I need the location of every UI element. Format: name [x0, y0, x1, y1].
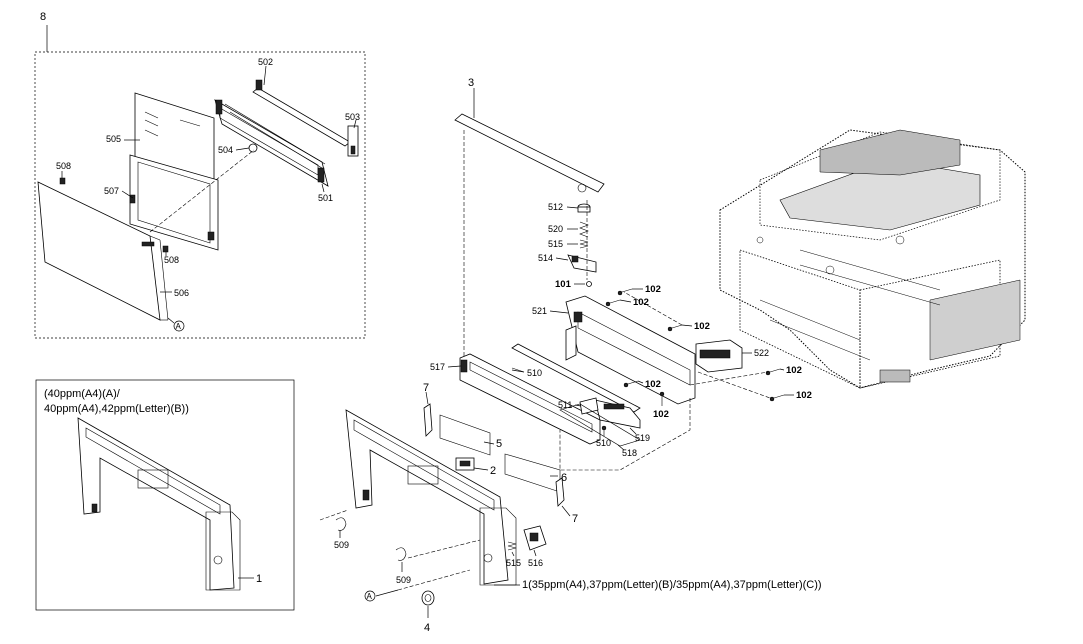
part-503: [347, 125, 359, 157]
main-assembly: 3 512 520 515 514 101: [319, 77, 822, 634]
callout-2: 2: [490, 465, 496, 477]
callout-508-bottom: 508: [164, 255, 179, 265]
callout-518: 518: [622, 448, 637, 458]
printer-chassis: [719, 129, 1026, 389]
callout-505: 505: [106, 134, 121, 144]
part-4-knob: [421, 590, 435, 606]
variant-note-line2: 40ppm(A4),42ppm(Letter)(B)): [44, 403, 189, 415]
callout-510-top: 510: [527, 368, 542, 378]
callout-512: 512: [548, 202, 563, 212]
part-3-bar: [454, 113, 605, 193]
callout-ref-a-box: A: [176, 322, 182, 331]
callout-504: 504: [218, 145, 233, 155]
callout-509-left: 509: [334, 540, 349, 550]
variant-note-line1: (40ppm(A4)(A)/: [44, 388, 121, 400]
part-520-spring: [579, 221, 589, 238]
callout-514: 514: [538, 253, 553, 263]
callout-1-main: 1(35ppm(A4),37ppm(Letter)(B)/35ppm(A4),3…: [522, 579, 822, 591]
part-514-holder: [567, 254, 597, 273]
part-512-cap: [577, 203, 591, 213]
callout-7-top: 7: [423, 382, 429, 394]
callout-102-g: 102: [653, 409, 669, 420]
callout-522: 522: [754, 348, 769, 358]
callout-507: 507: [104, 186, 119, 196]
part-508-clip-b: [162, 245, 169, 253]
part-1-front-cover: [345, 409, 517, 586]
callout-7-bottom: 7: [572, 513, 578, 525]
callout-506: 506: [174, 288, 189, 298]
variant-front-cover: [77, 417, 241, 591]
callout-501: 501: [318, 193, 333, 203]
part-521-bracket: [565, 295, 696, 405]
callout-102-d: 102: [786, 365, 802, 376]
part-516-bracket: [523, 525, 547, 551]
callout-511: 511: [558, 400, 572, 410]
callout-ref-a-main: A: [367, 592, 373, 601]
part-508-clip-a: [59, 177, 66, 185]
screws-102: [605, 288, 785, 406]
callout-521: 521: [532, 306, 547, 316]
callout-516: 516: [528, 558, 543, 568]
variant-box: (40ppm(A4)(A)/ 40ppm(A4),42ppm(Letter)(B…: [35, 379, 295, 611]
part-507-frame: [129, 154, 219, 251]
callout-503: 503: [345, 112, 360, 122]
callout-6: 6: [561, 472, 567, 484]
part-501-rail: [214, 99, 329, 187]
part-6-sheet: [504, 453, 561, 493]
callout-8: 8: [40, 11, 46, 23]
part-504-screw: [248, 143, 258, 153]
callout-102-c: 102: [694, 321, 710, 332]
part-506-panel: [37, 181, 169, 321]
callout-4: 4: [424, 622, 430, 634]
group-8-assembly: 8: [34, 11, 366, 339]
part-515-spring: [579, 239, 589, 249]
callout-101: 101: [555, 279, 572, 290]
callout-519: 519: [635, 433, 650, 443]
part-5-sheet: [439, 414, 491, 456]
part-509-spring-a: [335, 517, 347, 531]
callout-515-bottom: 515: [506, 558, 521, 568]
callout-102-b: 102: [633, 297, 649, 308]
callout-510-bottom: 510: [596, 438, 611, 448]
part-7-clip-b: [555, 477, 565, 507]
callout-520: 520: [548, 224, 563, 234]
part-2-switch: [455, 457, 475, 471]
callout-1-variant: 1: [256, 573, 262, 585]
part-518: [559, 403, 641, 447]
callout-102-e: 102: [645, 379, 661, 390]
callout-515-top: 515: [548, 239, 563, 249]
callout-3: 3: [468, 77, 474, 89]
part-515-bottom: [507, 541, 517, 551]
part-511: [579, 397, 599, 415]
part-519: [594, 399, 641, 429]
callout-509-right: 509: [396, 575, 411, 585]
callout-102-f: 102: [796, 390, 812, 401]
part-509-spring-b: [395, 547, 407, 561]
callout-502: 502: [258, 57, 273, 67]
part-517-plate: [459, 353, 601, 445]
callout-508-top: 508: [56, 161, 71, 171]
callout-5: 5: [496, 438, 502, 450]
part-522-connector: [695, 339, 743, 373]
callout-102-a: 102: [645, 284, 661, 295]
callout-517: 517: [430, 362, 445, 372]
part-7-clip-a: [423, 403, 433, 437]
